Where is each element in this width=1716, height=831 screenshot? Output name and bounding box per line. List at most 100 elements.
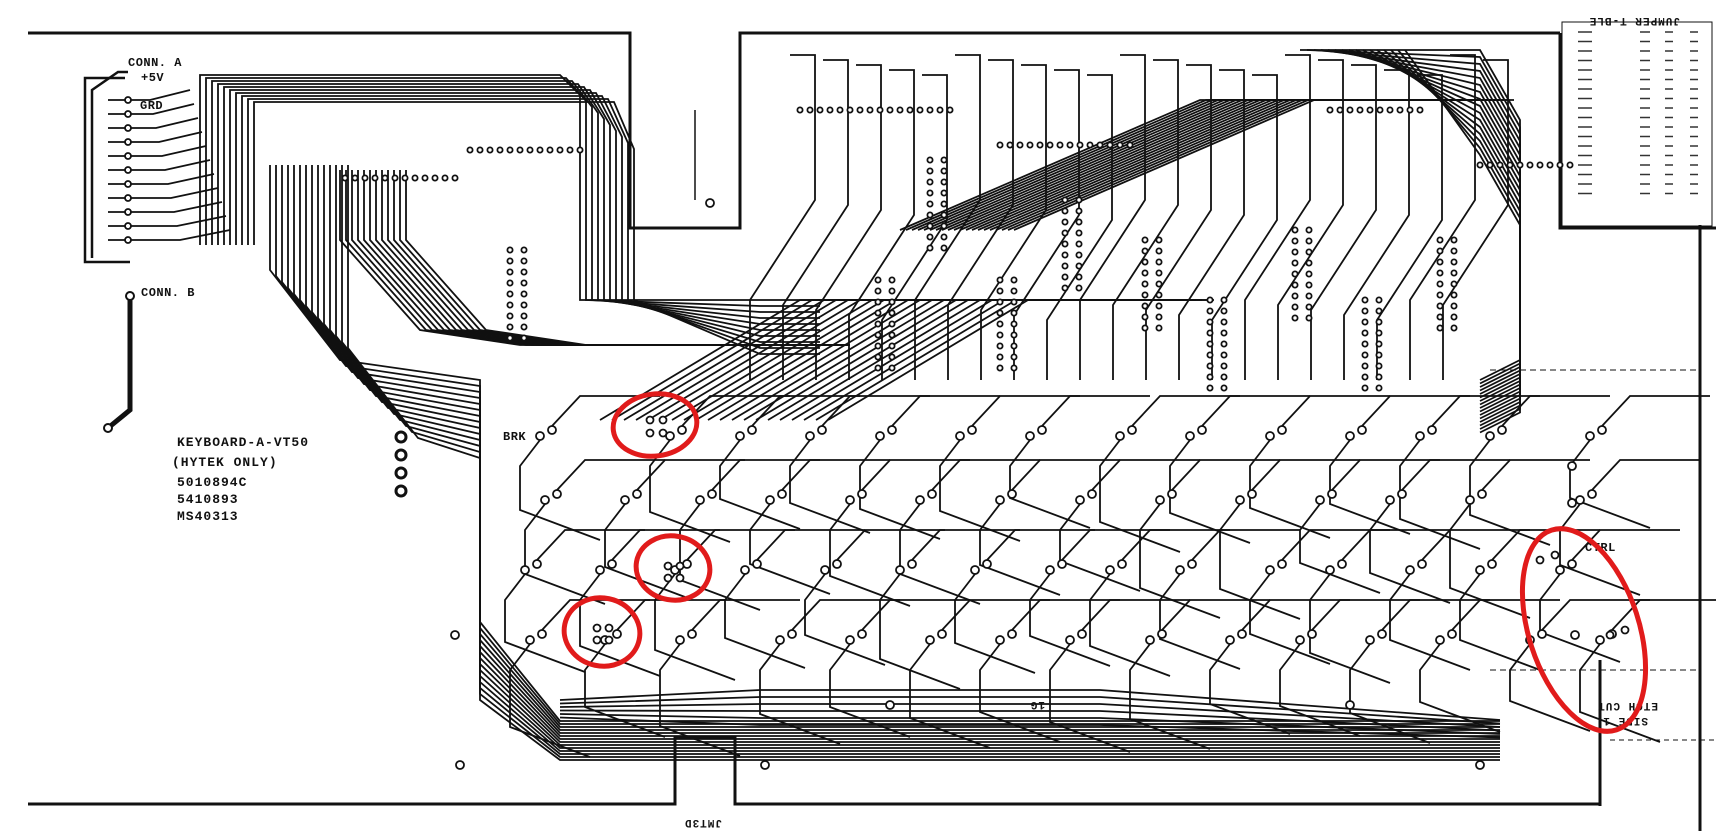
pad: [1075, 284, 1083, 292]
pad: [832, 559, 842, 569]
pad: [1220, 318, 1228, 326]
jumper-table: JUMPER T-BLE: [1561, 14, 1713, 227]
pad: [632, 489, 642, 499]
pad: [1117, 559, 1127, 569]
pad: [777, 489, 787, 499]
pad: [1361, 362, 1369, 370]
trace: [559, 716, 1501, 739]
trace: [211, 80, 820, 313]
pad: [1485, 431, 1495, 441]
pad: [1361, 373, 1369, 381]
trace: [1390, 49, 1521, 427]
pad: [607, 559, 617, 569]
trace: [909, 643, 991, 749]
trace: [1376, 49, 1521, 420]
trace: [1341, 529, 1450, 561]
pad: [486, 146, 494, 154]
pad: [1587, 489, 1597, 499]
pad: [1405, 565, 1415, 575]
trace: [749, 54, 816, 380]
pad: [525, 635, 535, 645]
pad: [888, 331, 896, 339]
trace: [217, 83, 820, 319]
pad: [1220, 351, 1228, 359]
pad: [1447, 629, 1457, 639]
pad: [996, 353, 1004, 361]
pad: [675, 635, 685, 645]
pad: [1061, 229, 1069, 237]
trace: [891, 395, 1000, 427]
pad: [940, 156, 948, 164]
pad: [536, 146, 544, 154]
pad: [1315, 495, 1325, 505]
trace: [559, 703, 1501, 728]
pad: [874, 309, 882, 317]
pad: [806, 106, 814, 114]
pad: [592, 623, 602, 633]
pad: [1305, 281, 1313, 289]
pad: [1397, 489, 1407, 499]
pad: [1206, 318, 1214, 326]
pad: [124, 194, 132, 202]
pad: [441, 174, 449, 182]
pad: [1010, 342, 1018, 350]
trace: [1201, 395, 1310, 427]
trace: [1169, 439, 1251, 544]
pad: [1305, 314, 1313, 322]
trace: [1399, 439, 1481, 550]
pad: [765, 495, 775, 505]
pad: [1415, 431, 1425, 441]
pad: [1366, 106, 1374, 114]
pad: [1026, 141, 1034, 149]
pad: [1061, 251, 1069, 259]
pad: [1416, 106, 1424, 114]
pad: [1570, 630, 1580, 640]
pad: [1206, 307, 1214, 315]
pad: [1220, 329, 1228, 337]
trace: [1009, 439, 1091, 529]
pad: [506, 334, 514, 342]
trace: [1029, 573, 1111, 667]
pad: [1476, 161, 1484, 169]
trace: [1277, 59, 1344, 380]
pad: [874, 298, 882, 306]
trace: [559, 689, 1501, 721]
pad: [1450, 280, 1458, 288]
pad: [1010, 331, 1018, 339]
trace: [1348, 49, 1521, 406]
pad: [1141, 236, 1149, 244]
trace: [1241, 599, 1350, 631]
pad: [520, 565, 530, 575]
pad: [520, 246, 528, 254]
trace: [1129, 643, 1211, 750]
pad: [1516, 161, 1524, 169]
pad: [421, 174, 429, 182]
trace: [1451, 599, 1560, 631]
trace: [986, 529, 1095, 561]
pad: [675, 561, 685, 571]
pad: [1537, 629, 1547, 639]
trace: [751, 395, 860, 427]
trace: [859, 439, 941, 540]
pad: [874, 364, 882, 372]
pad: [124, 236, 132, 244]
pad: [1061, 262, 1069, 270]
pad: [1197, 425, 1207, 435]
brk-label: BRK: [503, 430, 526, 444]
pad: [1155, 495, 1165, 505]
pad: [526, 146, 534, 154]
pad: [124, 180, 132, 188]
trace: [827, 299, 1214, 421]
trace: [899, 503, 981, 605]
pad: [124, 138, 132, 146]
pad: [876, 106, 884, 114]
trace: [749, 503, 831, 595]
pad: [1361, 296, 1369, 304]
pad: [888, 320, 896, 328]
pad: [857, 489, 867, 499]
pad: [401, 174, 409, 182]
trace: [1059, 503, 1141, 592]
pad: [516, 146, 524, 154]
pad: [926, 211, 934, 219]
pad: [940, 244, 948, 252]
